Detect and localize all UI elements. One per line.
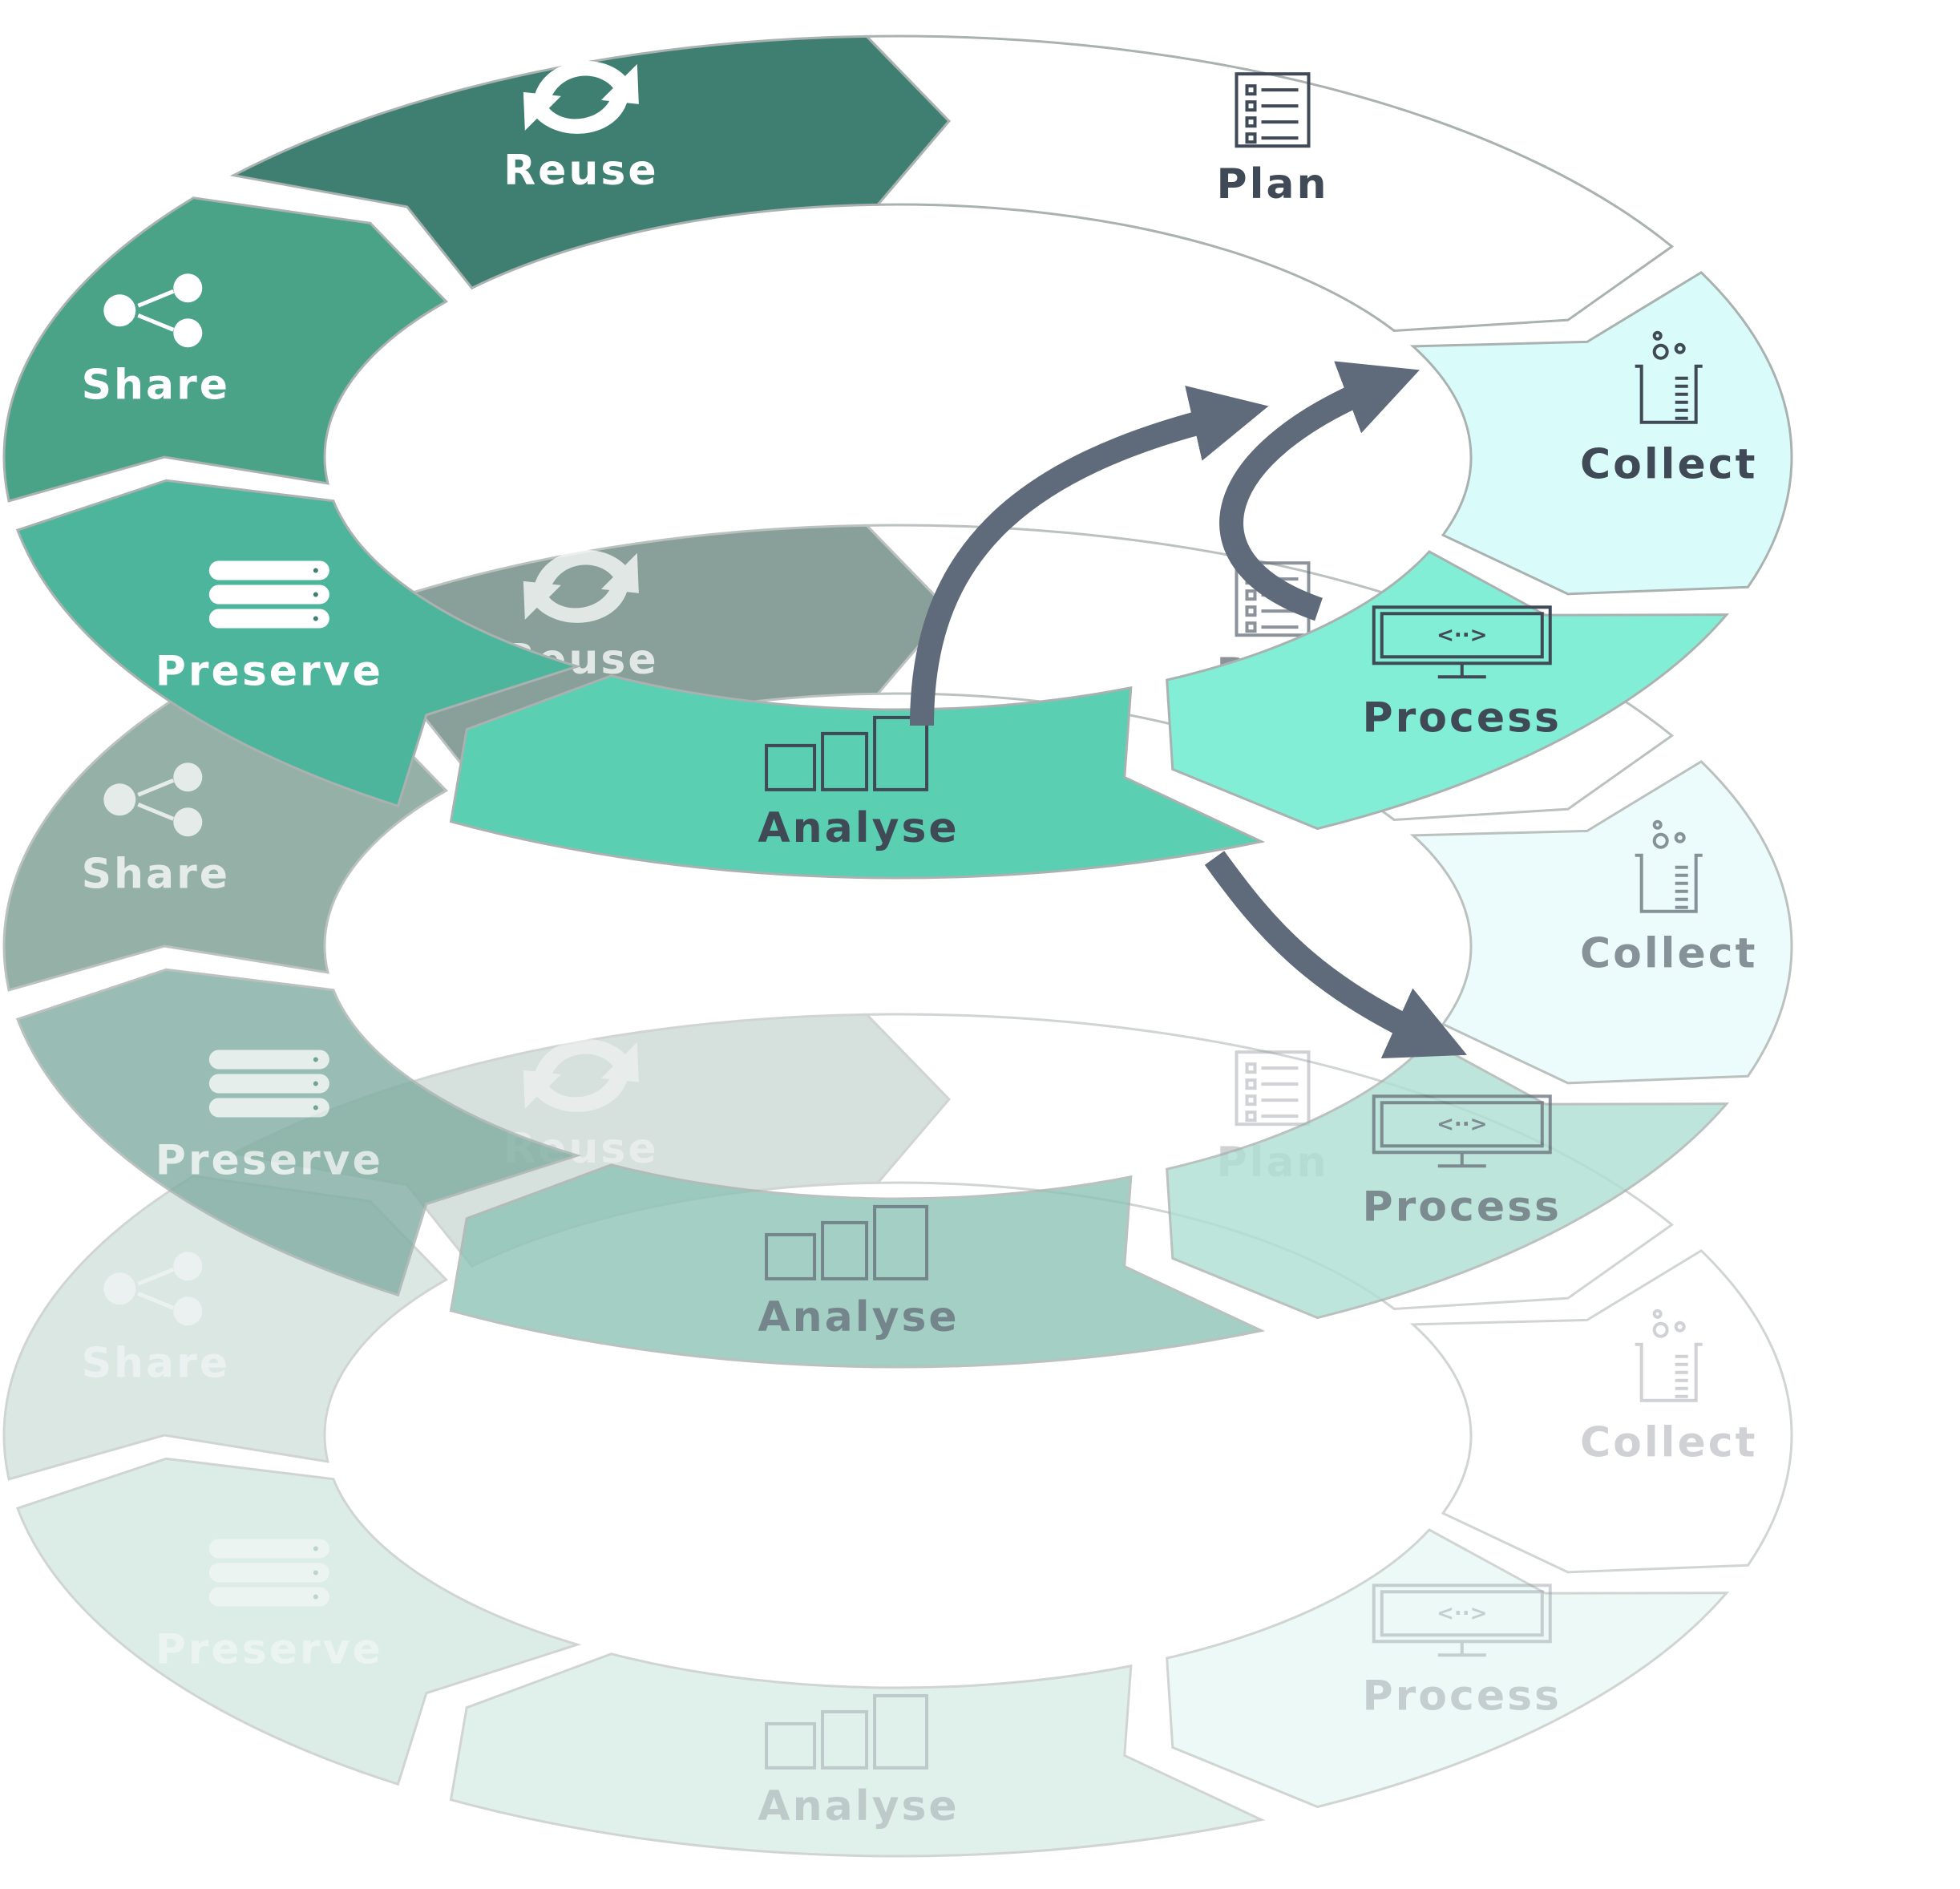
arrow-process-to-collect [1219,361,1420,621]
database-icon [208,1050,329,1118]
segment-plan: Plan [863,34,1675,333]
segment-analyse-shape [449,1652,1266,1858]
segment-share-shape [2,196,449,503]
segment-process-label: Process [1363,694,1562,742]
segment-collect-shape [1409,1248,1793,1574]
segment-process-label: Process [1363,1183,1562,1231]
code-glyph: <··> [1437,1112,1487,1136]
segment-collect-shape [1409,759,1793,1085]
monitor-code-icon: <··> [1372,1094,1552,1168]
share-icon [103,273,203,348]
segment-collect-label: Collect [1580,1419,1757,1467]
segment-process-shape [1166,550,1730,831]
segment-analyse-label: Analyse [758,1293,959,1341]
segment-analyse: Analyse [449,674,1266,880]
segment-preserve: Preserve [15,1457,582,1786]
segment-process-shape [1166,1528,1730,1809]
segment-share-label: Share [82,850,230,898]
refresh-arrows-icon [523,61,639,134]
checklist-icon [1235,1050,1311,1127]
segment-analyse-label: Analyse [758,1782,959,1830]
share-icon [103,1252,203,1326]
segment-preserve-label: Preserve [156,647,383,695]
segment-share: Share [2,196,449,503]
segment-collect: Collect [1409,759,1793,1085]
transition-arrows [910,361,1467,1059]
segment-process-shape [1166,1039,1730,1320]
bar-chart-icon [765,1204,929,1280]
segment-preserve-label: Preserve [156,1625,383,1673]
refresh-arrows-icon [523,550,639,623]
code-glyph: <··> [1437,623,1487,647]
segment-reuse: Reuse [229,34,951,290]
segment-reuse-label: Reuse [503,147,659,195]
segment-preserve-shape [15,479,582,808]
segment-process: <··> Process [1166,1039,1730,1320]
beaker-icon [1635,1309,1703,1402]
arrow-analyse-to-plan [910,386,1269,726]
segment-preserve-label: Preserve [156,1136,383,1184]
bar-chart-icon [765,715,929,791]
segment-process: <··> Process [1166,1528,1730,1809]
arrow-analyse-to-next-process [1204,851,1467,1059]
segment-collect-shape [1409,270,1793,596]
segment-analyse-shape [449,1163,1266,1369]
segment-plan-label: Plan [1216,160,1328,208]
segment-share-label: Share [82,361,230,409]
beaker-icon [1635,819,1703,913]
monitor-code-icon: <··> [1372,1584,1552,1657]
segment-preserve: Preserve [15,479,582,808]
segment-collect-label: Collect [1580,930,1757,978]
share-icon [103,762,203,837]
beaker-icon [1635,330,1703,424]
segment-analyse-label: Analyse [758,804,959,852]
segment-analyse: Analyse [449,1652,1266,1858]
segment-plan-shape [863,34,1675,333]
bar-chart-icon [765,1693,929,1770]
segment-analyse: Analyse [449,1163,1266,1369]
segment-process-label: Process [1363,1672,1562,1720]
segment-share-label: Share [82,1339,230,1387]
monitor-code-icon: <··> [1372,605,1552,679]
database-icon [208,560,329,629]
segment-process: <··> Process [1166,550,1730,831]
checklist-icon [1235,72,1311,148]
code-glyph: <··> [1437,1601,1487,1625]
segment-analyse-shape [449,674,1266,880]
segment-collect: Collect [1409,270,1793,596]
segment-preserve: Preserve [15,968,582,1297]
refresh-arrows-icon [523,1039,639,1112]
segment-reuse-shape [229,34,951,290]
segment-collect-label: Collect [1580,441,1757,489]
segment-preserve-shape [15,968,582,1297]
segment-collect: Collect [1409,1248,1793,1574]
segment-preserve-shape [15,1457,582,1786]
database-icon [208,1539,329,1607]
